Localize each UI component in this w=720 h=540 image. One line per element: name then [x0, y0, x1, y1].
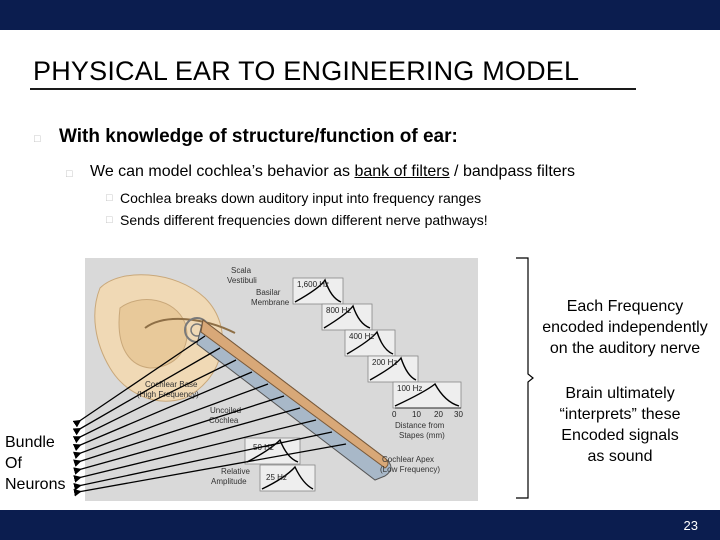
frequency-box-400: 400 Hz	[344, 329, 396, 357]
basilar-membrane-strip	[200, 319, 389, 469]
bundle-of-neurons-label: Bundle Of Neurons	[5, 434, 66, 493]
bullet-square-icon: □	[34, 133, 41, 145]
svg-text:30: 30	[454, 410, 463, 419]
label-relative: Relative	[221, 467, 250, 476]
inner-ear-shape	[118, 299, 188, 369]
frequency-box-100: 100 Hz	[392, 381, 462, 409]
svg-text:50 Hz: 50 Hz	[253, 443, 274, 452]
bullet-level3-item: Sends different frequencies down differe…	[120, 212, 488, 228]
cochlea-diagram: 1,600 Hz 800 Hz 400 Hz 200 Hz 100 Hz 50 …	[85, 258, 478, 501]
svg-text:800 Hz: 800 Hz	[326, 306, 351, 315]
svg-text:400 Hz: 400 Hz	[349, 332, 374, 341]
svg-text:10: 10	[412, 410, 421, 419]
right-brace	[516, 257, 534, 499]
frequency-box-800: 800 Hz	[321, 303, 373, 331]
title-underline	[30, 88, 636, 90]
svg-text:200 Hz: 200 Hz	[372, 358, 397, 367]
label-stapes: Stapes (mm)	[399, 431, 445, 440]
svg-text:0: 0	[392, 410, 397, 419]
frequency-box-25: 25 Hz	[259, 464, 316, 492]
label-low-frequency: (Low Frequency)	[380, 465, 440, 474]
svg-text:1,600 Hz: 1,600 Hz	[297, 280, 329, 289]
note-brain-interprets: Brain ultimately “interprets” these Enco…	[559, 385, 681, 465]
ear-canal	[144, 317, 236, 334]
bullet-square-icon: □	[66, 168, 73, 180]
label-vestibuli: Vestibuli	[227, 276, 257, 285]
svg-text:100 Hz: 100 Hz	[397, 384, 422, 393]
frequency-box-50: 50 Hz	[244, 437, 301, 465]
bullet-level2-text: We can model cochlea’s behavior as bank …	[90, 163, 575, 181]
svg-text:20: 20	[434, 410, 443, 419]
label-scala: Scala	[231, 266, 252, 275]
bullet-level3-item: Cochlea breaks down auditory input into …	[120, 190, 482, 206]
frequency-box-1600: 1,600 Hz	[292, 277, 344, 305]
label-membrane: Membrane	[251, 298, 290, 307]
label-amplitude: Amplitude	[211, 477, 247, 486]
slide-title: PHYSICAL EAR TO ENGINEERING MODEL	[33, 56, 580, 86]
label-cochlea: Cochlea	[209, 416, 239, 425]
bullet-level2-suffix: / bandpass filters	[449, 163, 576, 180]
bullet-level2-prefix: We can model cochlea’s behavior as	[90, 163, 355, 180]
bullet-square-icon: □	[106, 192, 113, 204]
label-high-frequency: (High Frequency)	[137, 390, 199, 399]
label-distance: Distance from	[395, 421, 445, 430]
label-cochlear-apex: Cochlear Apex	[382, 455, 434, 464]
bank-of-filters-link[interactable]: bank of filters	[354, 163, 450, 180]
label-basilar: Basilar	[256, 288, 281, 297]
slide-number: 23	[683, 518, 698, 533]
label-uncoiled: Uncoiled	[210, 406, 241, 415]
label-cochlear-base: Cochlear Base	[145, 380, 198, 389]
top-banner	[0, 0, 720, 30]
note-frequency-encoding: Each Frequency encoded independently on …	[542, 298, 708, 357]
frequency-box-200: 200 Hz	[367, 355, 419, 383]
bullet-square-icon: □	[106, 214, 113, 226]
svg-text:25 Hz: 25 Hz	[266, 473, 287, 482]
bottom-banner: 23	[0, 510, 720, 540]
bullet-level1-text: With knowledge of structure/function of …	[59, 126, 458, 147]
